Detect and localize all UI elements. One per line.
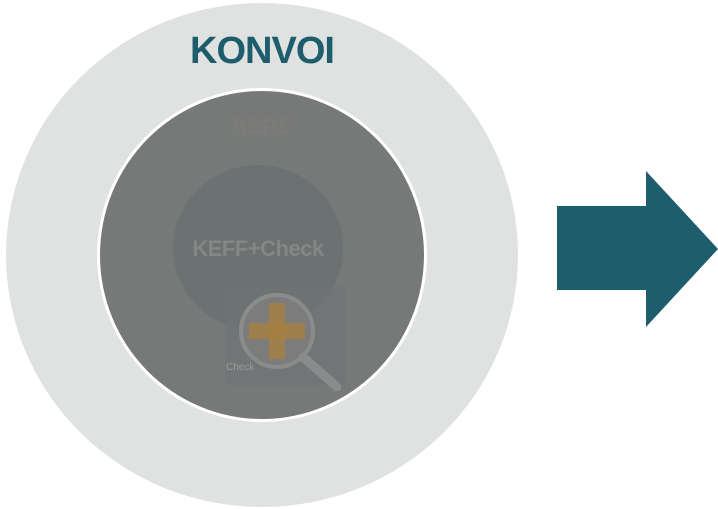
- check-logo-label: Check: [226, 362, 255, 373]
- bere-label: BERE: [231, 114, 293, 139]
- right-arrow-icon: [557, 171, 718, 327]
- konvoi-label: KONVOI: [190, 30, 335, 72]
- bere-middle-circle: BERE KEFF+Check Check: [100, 91, 424, 419]
- keff-check-label: KEFF+Check: [192, 236, 324, 261]
- magnifier-plus-icon: [225, 287, 345, 391]
